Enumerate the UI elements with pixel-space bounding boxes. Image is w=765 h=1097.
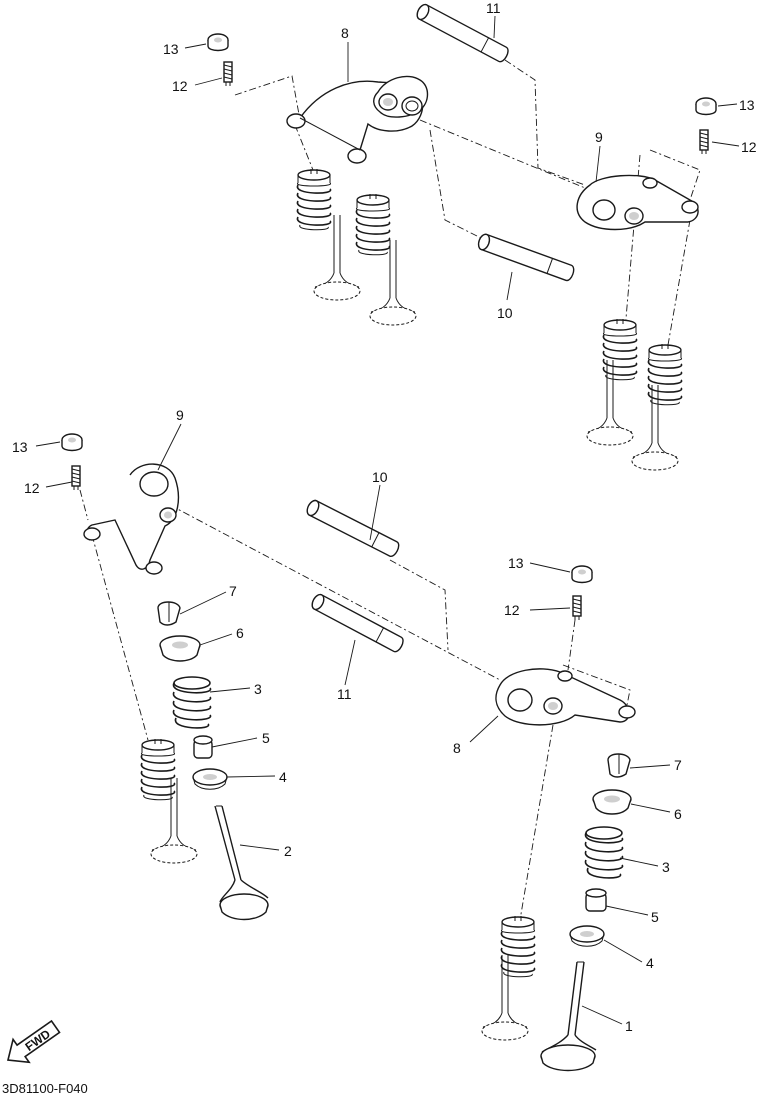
callout-13: 13	[739, 97, 755, 113]
axis-line	[429, 129, 506, 251]
adjusting-screw-12	[71, 465, 81, 491]
callout-9: 9	[595, 129, 603, 145]
valve-stem-seal-5	[585, 888, 607, 912]
callout-4: 4	[646, 955, 654, 971]
callout-6: 6	[236, 625, 244, 641]
axis-line	[649, 149, 701, 201]
adjusting-screw-12	[699, 129, 709, 155]
axis-line	[79, 489, 89, 521]
valve-spring-3	[173, 676, 211, 729]
callout-3: 3	[662, 859, 670, 875]
callout-11: 11	[486, 0, 501, 16]
valve-spring-ghost	[500, 915, 536, 978]
spring-seat-4	[569, 925, 605, 947]
callout-12: 12	[741, 139, 757, 155]
valve-ghost	[150, 777, 198, 864]
callout-2: 2	[284, 843, 292, 859]
axis-line	[667, 219, 691, 346]
valve-ghost	[369, 239, 417, 326]
axis-line	[91, 534, 149, 741]
valve-2	[214, 805, 269, 921]
nut-13	[695, 97, 717, 116]
callout-12: 12	[172, 78, 188, 94]
rocker-shaft-10	[475, 232, 577, 283]
valve-ghost	[586, 359, 634, 446]
valve-stem-seal-5	[193, 735, 213, 759]
part-code: 3D81100-F040	[2, 1081, 88, 1096]
callout-6: 6	[674, 806, 682, 822]
bottom-assembly	[61, 433, 636, 1072]
callout-4: 4	[279, 769, 287, 785]
callout-3: 3	[254, 681, 262, 697]
valve-cotter-7	[157, 601, 181, 626]
nut-13	[207, 33, 229, 52]
valve-cotter-7	[607, 753, 631, 778]
fwd-arrow-icon: FWD	[7, 1019, 61, 1064]
valve-spring-ghost	[296, 168, 332, 231]
valve-spring-3	[585, 826, 623, 879]
axis-line	[504, 59, 586, 186]
axis-line	[567, 619, 576, 671]
rocker-arm-8	[286, 75, 429, 164]
callout-13: 13	[508, 555, 524, 571]
callout-8: 8	[453, 740, 461, 756]
spring-seat-4	[192, 768, 228, 790]
rocker-shaft-11	[309, 591, 406, 655]
callout-7: 7	[229, 583, 237, 599]
axis-line	[562, 664, 631, 716]
axis-line	[294, 124, 314, 171]
callout-9: 9	[176, 407, 184, 423]
valve-ghost	[313, 214, 361, 301]
callout-11: 11	[337, 686, 352, 702]
axis-line	[624, 154, 641, 331]
callout-13: 13	[163, 41, 179, 57]
callout-10: 10	[372, 469, 388, 485]
valve-spring-ghost	[355, 193, 391, 256]
rocker-shaft-10	[304, 497, 402, 559]
leader-lines	[35, 15, 740, 1025]
rocker-arm-8	[495, 668, 636, 726]
nut-13	[61, 433, 83, 452]
valve-spring-ghost	[140, 738, 176, 801]
callout-13: 13	[12, 439, 28, 455]
rocker-arm-9	[83, 463, 180, 575]
valve-1	[540, 961, 597, 1072]
callout-1: 1	[625, 1018, 633, 1034]
adjusting-screw-12	[223, 61, 233, 87]
callout-10: 10	[497, 305, 513, 321]
adjusting-screw-12	[572, 595, 582, 621]
rocker-arm-9	[576, 174, 699, 231]
valve-ghost	[481, 954, 529, 1041]
axis-line	[389, 559, 449, 651]
valve-spring-ghost	[647, 343, 683, 406]
callout-5: 5	[262, 730, 270, 746]
valve-ghost	[631, 384, 679, 471]
axis-line	[234, 75, 301, 121]
axis-line	[519, 724, 554, 921]
spring-retainer-6	[592, 789, 632, 815]
callout-5: 5	[651, 909, 659, 925]
nut-13	[571, 565, 593, 584]
callout-labels: 13 12 8 11 13 12 9 10 13 12 9 10 7 6 3 1…	[12, 0, 757, 1034]
axis-line	[419, 119, 591, 191]
top-assembly	[207, 1, 717, 471]
callout-7: 7	[674, 757, 682, 773]
axis-line	[169, 504, 501, 681]
callout-12: 12	[504, 602, 520, 618]
callout-12: 12	[24, 480, 40, 496]
valve-spring-ghost	[602, 318, 638, 381]
callout-8: 8	[341, 25, 349, 41]
spring-retainer-6	[159, 635, 201, 662]
